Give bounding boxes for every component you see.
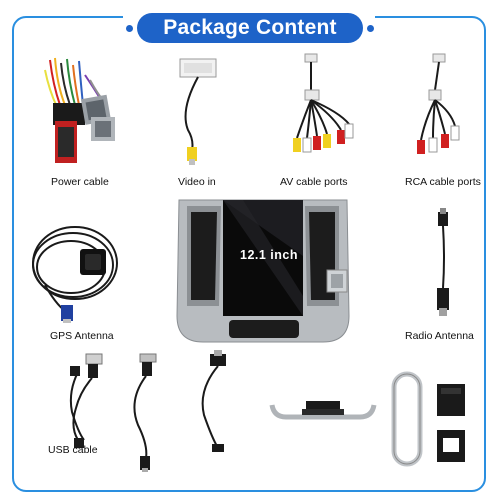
video-in-label: Video in: [178, 176, 216, 188]
av-cable-image: [283, 50, 363, 170]
title-dot-left: [126, 25, 133, 32]
head-unit-image: [173, 196, 353, 346]
screen-size-label: 12.1 inch: [240, 248, 298, 262]
power-cable-label: Power cable: [51, 176, 109, 188]
gps-antenna-label: GPS Antenna: [50, 330, 114, 342]
page-title: Package Content: [137, 13, 363, 43]
mounting-bracket-image: [268, 395, 378, 425]
panel-cable-image: [190, 350, 240, 455]
gps-antenna-image: [25, 215, 135, 325]
av-cable-ports-label: AV cable ports: [280, 176, 348, 188]
trim-ring-image: [388, 370, 428, 470]
video-in-image: [168, 55, 228, 170]
title-dot-right: [367, 25, 374, 32]
rca-cable-image: [405, 50, 465, 170]
mounting-clips-image: [435, 382, 475, 472]
power-cable-image: [35, 55, 135, 170]
usb-cable-label: USB cable: [48, 444, 98, 456]
rca-cable-ports-label: RCA cable ports: [405, 176, 481, 188]
extension-cable-image: [118, 350, 168, 475]
usb-cable-image: [50, 352, 110, 452]
radio-antenna-label: Radio Antenna: [405, 330, 474, 342]
radio-antenna-image: [425, 208, 465, 323]
